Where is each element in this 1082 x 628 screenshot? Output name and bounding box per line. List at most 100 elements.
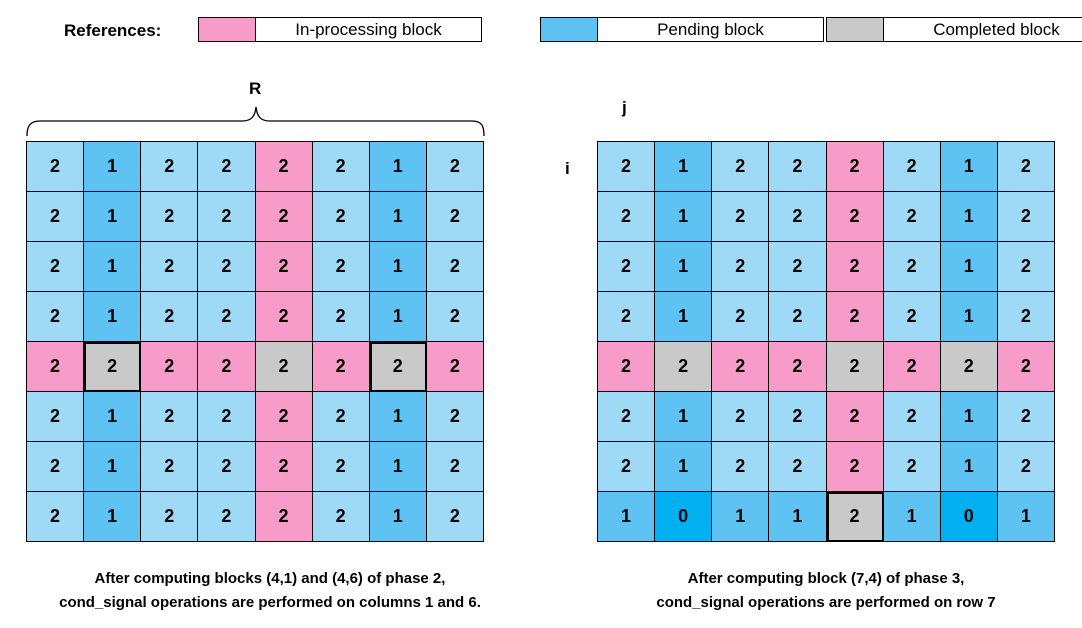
right-cell-2-4: 2 <box>826 242 884 292</box>
left-cell-1-2: 2 <box>141 192 199 242</box>
right-cell-1-1: 1 <box>655 192 713 242</box>
legend-swatch-pink <box>198 17 256 42</box>
right-cell-2-3: 2 <box>769 242 827 292</box>
right-cell-7-5: 1 <box>883 492 941 542</box>
left-cell-3-3: 2 <box>198 292 256 342</box>
legend-label-in-processing: In-processing block <box>256 17 482 42</box>
left-cell-4-2: 2 <box>141 342 199 392</box>
legend-label-completed: Completed block <box>884 17 1082 42</box>
left-cell-1-6: 1 <box>369 192 427 242</box>
right-cell-7-4: 2 <box>826 492 884 542</box>
left-cell-6-1: 1 <box>84 442 142 492</box>
left-cell-1-0: 2 <box>27 192 85 242</box>
right-cell-7-3: 1 <box>769 492 827 542</box>
col-label-j: j <box>622 98 627 117</box>
left-cell-4-5: 2 <box>312 342 370 392</box>
left-cell-0-6: 1 <box>369 142 427 192</box>
left-cell-0-4: 2 <box>255 142 313 192</box>
right-cell-4-7: 2 <box>997 342 1055 392</box>
left-cell-5-5: 2 <box>312 392 370 442</box>
caption-right-line2: cond_signal operations are performed on … <box>656 594 996 611</box>
left-cell-3-0: 2 <box>27 292 85 342</box>
caption-left: After computing blocks (4,1) and (4,6) o… <box>10 567 530 615</box>
left-cell-4-6: 2 <box>369 342 427 392</box>
right-cell-6-7: 2 <box>997 442 1055 492</box>
left-cell-6-0: 2 <box>27 442 85 492</box>
left-cell-6-2: 2 <box>141 442 199 492</box>
left-cell-2-7: 2 <box>426 242 484 292</box>
right-cell-1-7: 2 <box>997 192 1055 242</box>
left-cell-3-7: 2 <box>426 292 484 342</box>
right-cell-0-3: 2 <box>769 142 827 192</box>
left-cell-7-0: 2 <box>27 492 85 542</box>
left-cell-5-0: 2 <box>27 392 85 442</box>
left-cell-7-1: 1 <box>84 492 142 542</box>
right-cell-7-7: 1 <box>997 492 1055 542</box>
left-cell-0-5: 2 <box>312 142 370 192</box>
right-cell-5-4: 2 <box>826 392 884 442</box>
left-cell-7-2: 2 <box>141 492 199 542</box>
right-cell-6-6: 1 <box>940 442 998 492</box>
right-cell-0-7: 2 <box>997 142 1055 192</box>
right-cell-7-2: 1 <box>712 492 770 542</box>
left-cell-5-1: 1 <box>84 392 142 442</box>
left-cell-5-4: 2 <box>255 392 313 442</box>
caption-right-line1: After computing block (7,4) of phase 3, <box>687 570 965 587</box>
right-cell-0-4: 2 <box>826 142 884 192</box>
right-cell-4-6: 2 <box>940 342 998 392</box>
brace-label: R <box>249 79 262 98</box>
left-cell-3-5: 2 <box>312 292 370 342</box>
left-cell-6-5: 2 <box>312 442 370 492</box>
right-cell-1-5: 2 <box>883 192 941 242</box>
legend-title: References: <box>64 21 162 40</box>
left-cell-4-7: 2 <box>426 342 484 392</box>
right-cell-1-6: 1 <box>940 192 998 242</box>
right-cell-4-5: 2 <box>883 342 941 392</box>
right-cell-5-6: 1 <box>940 392 998 442</box>
right-cell-6-3: 2 <box>769 442 827 492</box>
right-cell-3-2: 2 <box>712 292 770 342</box>
left-cell-2-1: 1 <box>84 242 142 292</box>
right-cell-3-6: 1 <box>940 292 998 342</box>
brace-icon <box>26 106 485 137</box>
left-cell-1-4: 2 <box>255 192 313 242</box>
caption-left-line2: cond_signal operations are performed on … <box>59 594 481 611</box>
left-cell-4-3: 2 <box>198 342 256 392</box>
right-cell-1-3: 2 <box>769 192 827 242</box>
right-cell-7-6: 0 <box>940 492 998 542</box>
legend-item-in-processing: In-processing block <box>198 17 482 42</box>
right-cell-4-4: 2 <box>826 342 884 392</box>
row-label-i: i <box>565 159 570 178</box>
right-cell-1-2: 2 <box>712 192 770 242</box>
right-cell-3-0: 2 <box>598 292 656 342</box>
right-cell-3-1: 1 <box>655 292 713 342</box>
legend-item-completed: Completed block <box>826 17 1082 42</box>
legend-swatch-gray <box>826 17 884 42</box>
left-cell-7-4: 2 <box>255 492 313 542</box>
right-cell-3-5: 2 <box>883 292 941 342</box>
right-cell-2-6: 1 <box>940 242 998 292</box>
right-cell-5-1: 1 <box>655 392 713 442</box>
left-cell-5-2: 2 <box>141 392 199 442</box>
right-cell-1-0: 2 <box>598 192 656 242</box>
right-cell-2-5: 2 <box>883 242 941 292</box>
left-cell-1-3: 2 <box>198 192 256 242</box>
left-cell-7-7: 2 <box>426 492 484 542</box>
right-cell-4-3: 2 <box>769 342 827 392</box>
right-cell-6-5: 2 <box>883 442 941 492</box>
left-cell-3-2: 2 <box>141 292 199 342</box>
right-cell-0-0: 2 <box>598 142 656 192</box>
right-cell-3-7: 2 <box>997 292 1055 342</box>
left-cell-5-6: 1 <box>369 392 427 442</box>
right-cell-5-5: 2 <box>883 392 941 442</box>
left-cell-6-6: 1 <box>369 442 427 492</box>
left-cell-3-6: 1 <box>369 292 427 342</box>
right-cell-0-2: 2 <box>712 142 770 192</box>
left-cell-4-4: 2 <box>255 342 313 392</box>
left-cell-0-0: 2 <box>27 142 85 192</box>
legend-item-pending: Pending block <box>540 17 824 42</box>
left-cell-3-1: 1 <box>84 292 142 342</box>
right-cell-1-4: 2 <box>826 192 884 242</box>
left-cell-2-2: 2 <box>141 242 199 292</box>
